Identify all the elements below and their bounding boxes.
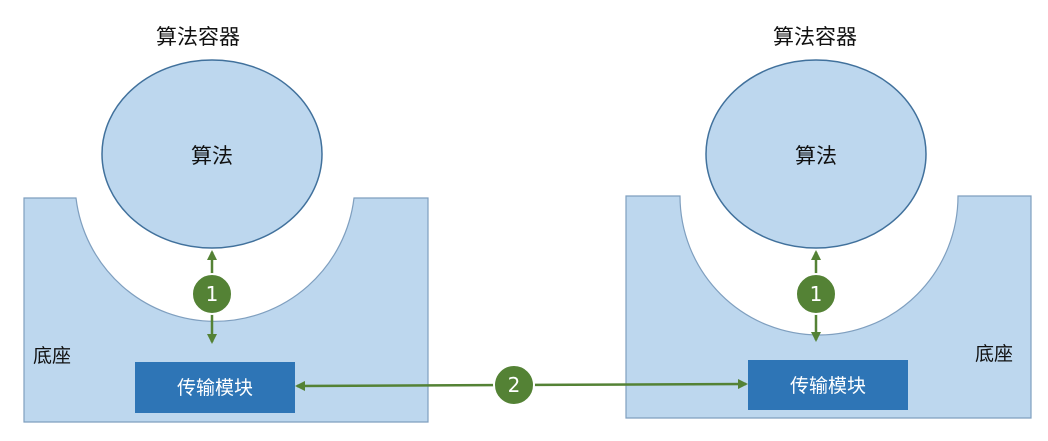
cross-link-badge-label: 2 bbox=[508, 373, 521, 397]
left-base bbox=[23, 197, 429, 423]
right-internal-badge bbox=[795, 273, 837, 315]
cross-link: 2 bbox=[295, 364, 748, 406]
left-transmission-module-label: 传输模块 bbox=[177, 377, 253, 399]
right-base-label: 底座 bbox=[975, 343, 1013, 365]
cross-link-badge bbox=[493, 364, 535, 406]
right-internal-badge-label: 1 bbox=[810, 282, 823, 306]
left-base-label: 底座 bbox=[33, 345, 71, 367]
right-container-title: 算法容器 bbox=[773, 25, 857, 49]
left-algorithm-circle bbox=[101, 59, 323, 249]
right-transmission-module bbox=[748, 360, 908, 410]
left-internal-badge bbox=[191, 273, 233, 315]
right-transmission-module-label: 传输模块 bbox=[790, 375, 866, 397]
left-unit: 底座 算法容器 算法 传输模块 1 bbox=[23, 25, 429, 423]
left-internal-badge-label: 1 bbox=[206, 282, 219, 306]
right-unit: 底座 算法容器 算法 传输模块 1 bbox=[625, 25, 1032, 419]
right-algorithm-label: 算法 bbox=[795, 144, 837, 168]
right-algorithm-circle bbox=[705, 59, 927, 249]
left-transmission-module bbox=[135, 362, 295, 413]
left-container-title: 算法容器 bbox=[156, 25, 240, 49]
right-base bbox=[625, 195, 1032, 419]
left-algorithm-label: 算法 bbox=[191, 144, 233, 168]
